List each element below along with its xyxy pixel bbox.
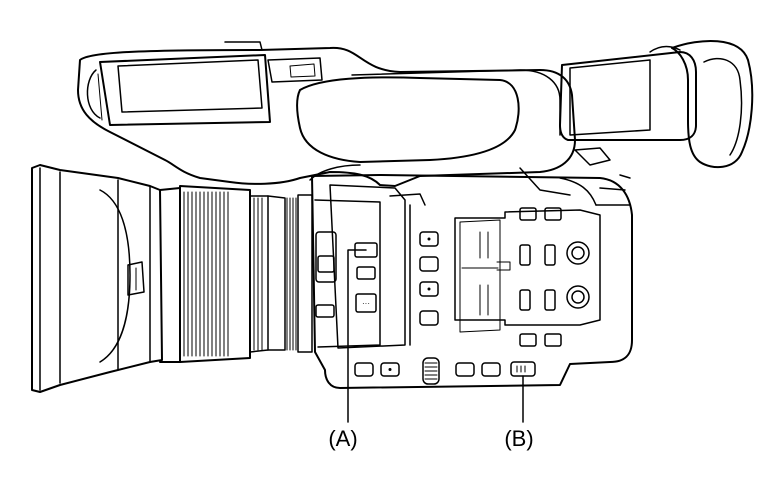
audio-switch-2[interactable]	[544, 244, 556, 266]
left-switch-panel	[315, 231, 337, 318]
top-button-2[interactable]	[544, 207, 562, 221]
audio-control-panel	[454, 207, 601, 347]
top-button-1[interactable]	[519, 207, 537, 221]
audio-switch-4[interactable]	[544, 289, 556, 311]
callout-leader-lines	[347, 249, 524, 423]
leader-line-a	[347, 249, 367, 423]
user-button-3[interactable]	[419, 281, 439, 297]
button-menu[interactable]	[355, 293, 377, 313]
lcd-monitor	[86, 41, 323, 126]
button-b[interactable]	[510, 361, 536, 377]
eyecup	[671, 39, 754, 169]
bottom-row-button-1[interactable]	[354, 362, 374, 377]
lens-hood	[31, 164, 163, 393]
audio-switch-3[interactable]	[519, 289, 531, 311]
top-handle	[77, 46, 576, 196]
multi-dial[interactable]	[422, 357, 440, 385]
lens-barrel	[159, 185, 313, 363]
camera-body	[311, 174, 633, 389]
user-button-1[interactable]	[419, 231, 439, 247]
handle-grip-opening	[296, 76, 520, 163]
audio-switch-1[interactable]	[519, 244, 531, 266]
buttons-column-a: ···	[354, 242, 378, 313]
callout-label-b: (B)	[504, 426, 533, 451]
callout-label-a: (A)	[328, 426, 357, 451]
bottom-button-row	[354, 357, 536, 385]
audio-level-knob-2[interactable]	[566, 285, 590, 309]
bottom-row-button-2[interactable]	[380, 362, 400, 377]
focus-ring	[183, 191, 229, 357]
button-a-below[interactable]	[356, 266, 376, 280]
user-button-4[interactable]	[419, 310, 439, 326]
viewfinder	[559, 39, 754, 169]
audio-level-knob-1[interactable]	[566, 241, 590, 265]
buttons-column-middle	[419, 231, 439, 326]
user-button-2[interactable]	[419, 256, 439, 272]
bottom-row-button-3[interactable]	[455, 362, 475, 377]
zoom-ring	[286, 197, 297, 351]
push-auto-button[interactable]	[315, 304, 335, 318]
bottom-row-button-4[interactable]	[481, 362, 501, 377]
bottom-button-2[interactable]	[544, 333, 562, 347]
bottom-button-1[interactable]	[519, 333, 537, 347]
focus-switch[interactable]	[315, 231, 337, 283]
menu-dots: ···	[362, 299, 370, 308]
